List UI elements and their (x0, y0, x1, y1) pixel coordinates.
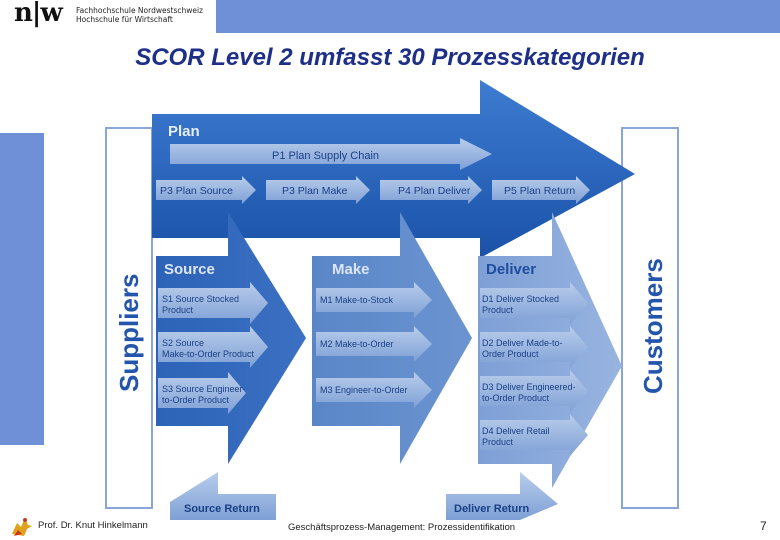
m1-label: M1 Make-to-Stock (320, 295, 394, 305)
s3-label-line1: S3 Source Engineer- (162, 384, 246, 394)
d2-label-line2: Order Product (482, 349, 539, 359)
source-return-label: Source Return (184, 503, 260, 515)
p1-arrow (170, 138, 492, 170)
suppliers-box: Suppliers (105, 127, 153, 509)
s2-arrow (158, 326, 268, 368)
deliver-return-label: Deliver Return (454, 503, 529, 515)
make-arrow: Make M1 Make-to-Stock M2 Make-to-Order M… (312, 212, 472, 464)
d1-arrow (480, 282, 588, 324)
d1-label-line2: Product (482, 305, 514, 315)
deliver-heading: Deliver (486, 261, 536, 278)
d3-arrow (480, 370, 588, 412)
suppliers-label: Suppliers (114, 274, 144, 392)
s1-label-line1: S1 Source Stocked (162, 294, 239, 304)
deliver-arrow: Deliver D1 Deliver Stocked Product D2 De… (478, 212, 622, 488)
p4-arrow (380, 176, 482, 204)
m1-arrow (316, 282, 432, 318)
header-accent-band (216, 0, 780, 33)
m3-label: M3 Engineer-to-Order (320, 385, 408, 395)
d3-label-line1: D3 Deliver Engineered- (482, 382, 576, 392)
customers-label: Customers (638, 258, 668, 394)
footer-author: Prof. Dr. Knut Hinkelmann (38, 520, 148, 531)
p3-make-arrow (266, 176, 370, 204)
d4-arrow (480, 414, 588, 456)
institution-name: Fachhochschule Nordwestschweiz Hochschul… (76, 6, 203, 24)
customers-box: Customers (621, 127, 679, 509)
p3-source-arrow (156, 176, 256, 204)
page-number: 7 (760, 519, 767, 533)
rooster-logo-icon (12, 518, 32, 536)
footer-course-title: Geschäftsprozess-Management: Prozessiden… (288, 522, 516, 533)
m2-label: M2 Make-to-Order (320, 339, 394, 349)
d1-label-line1: D1 Deliver Stocked (482, 294, 559, 304)
m3-arrow (316, 372, 432, 408)
p5-label: P5 Plan Return (504, 185, 575, 197)
left-accent-bar (0, 133, 44, 445)
m2-arrow (316, 326, 432, 362)
institution-line-1: Fachhochschule Nordwestschweiz (76, 6, 203, 15)
scor-diagram: Suppliers Customers Plan P1 Plan Supply … (105, 80, 679, 520)
source-heading: Source (164, 261, 215, 278)
s1-arrow (158, 282, 268, 324)
s3-arrow (158, 372, 246, 414)
institution-logo: n|w Fachhochschule Nordwestschweiz Hochs… (14, 0, 204, 30)
d4-label-line2: Product (482, 437, 514, 447)
d3-label-line2: to-Order Product (482, 393, 550, 403)
logo-mark: n|w (14, 0, 63, 28)
d2-label-line1: D2 Deliver Made-to- (482, 338, 563, 348)
s3-label-line2: to-Order Product (162, 395, 230, 405)
p5-arrow (492, 176, 590, 204)
s2-label-line1: S2 Source (162, 338, 204, 348)
d2-arrow (480, 326, 588, 368)
make-heading: Make (332, 261, 370, 278)
source-return-arrow: Source Return (170, 472, 276, 520)
p1-label: P1 Plan Supply Chain (272, 150, 379, 162)
slide-title: SCOR Level 2 umfasst 30 Prozesskategorie… (135, 44, 645, 71)
source-arrow: Source S1 Source Stocked Product S2 Sour… (156, 212, 306, 464)
deliver-return-arrow: Deliver Return (446, 472, 558, 520)
p3-source-label: P3 Plan Source (160, 185, 233, 197)
p4-label: P4 Plan Deliver (398, 185, 471, 197)
p3-make-label: P3 Plan Make (282, 185, 348, 197)
d4-label-line1: D4 Deliver Retail (482, 426, 550, 436)
plan-arrow: Plan P1 Plan Supply Chain P3 Plan Source… (152, 80, 635, 258)
institution-line-2: Hochschule für Wirtschaft (76, 15, 173, 24)
plan-heading: Plan (168, 123, 200, 140)
s1-label-line2: Product (162, 305, 194, 315)
s2-label-line2: Make-to-Order Product (162, 349, 255, 359)
